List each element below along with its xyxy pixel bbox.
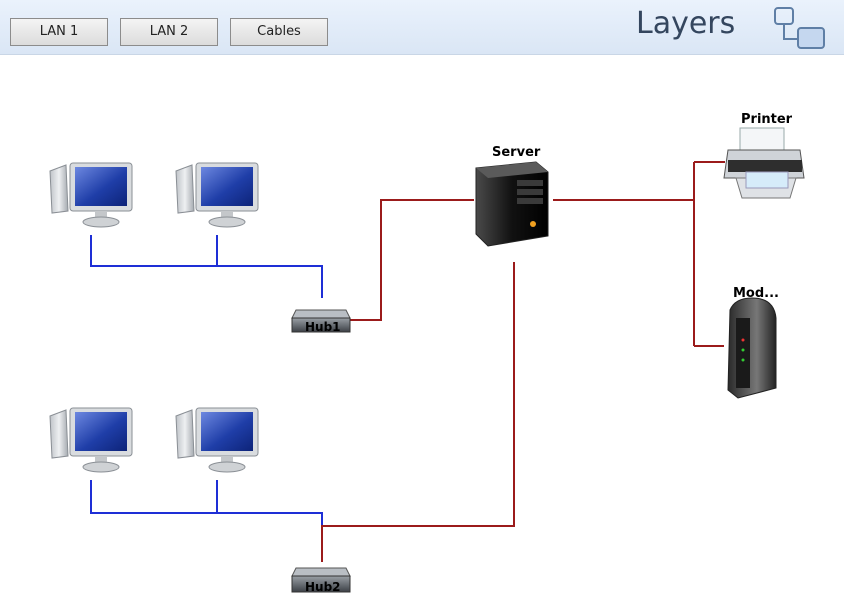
computer-4[interactable] bbox=[175, 407, 259, 473]
computer-3[interactable] bbox=[49, 407, 133, 473]
computer-2[interactable] bbox=[175, 162, 259, 228]
lan2-button[interactable]: LAN 2 bbox=[120, 18, 218, 46]
cable-links bbox=[321, 161, 725, 562]
printer-node[interactable] bbox=[723, 127, 805, 199]
cables-button[interactable]: Cables bbox=[230, 18, 328, 46]
printer-label: Printer bbox=[741, 112, 793, 127]
modem-label: Mod... bbox=[733, 286, 779, 301]
hub1-label: Hub1 bbox=[305, 320, 341, 334]
page-title: Layers bbox=[636, 6, 736, 41]
hub2-node[interactable] bbox=[291, 567, 351, 593]
lan-links bbox=[90, 235, 323, 525]
lan2-link bbox=[90, 480, 323, 525]
modem-node[interactable] bbox=[727, 297, 777, 399]
server-node[interactable] bbox=[475, 161, 549, 247]
layers-icon bbox=[774, 7, 825, 49]
hub2-label: Hub2 bbox=[305, 580, 341, 594]
server-label: Server bbox=[492, 145, 541, 160]
toolbar: LAN 1 LAN 2 Cables Layers bbox=[0, 0, 844, 55]
computer-1[interactable] bbox=[49, 162, 133, 228]
hub1-node[interactable] bbox=[291, 309, 351, 333]
lan1-link bbox=[90, 235, 323, 298]
lan1-button[interactable]: LAN 1 bbox=[10, 18, 108, 46]
